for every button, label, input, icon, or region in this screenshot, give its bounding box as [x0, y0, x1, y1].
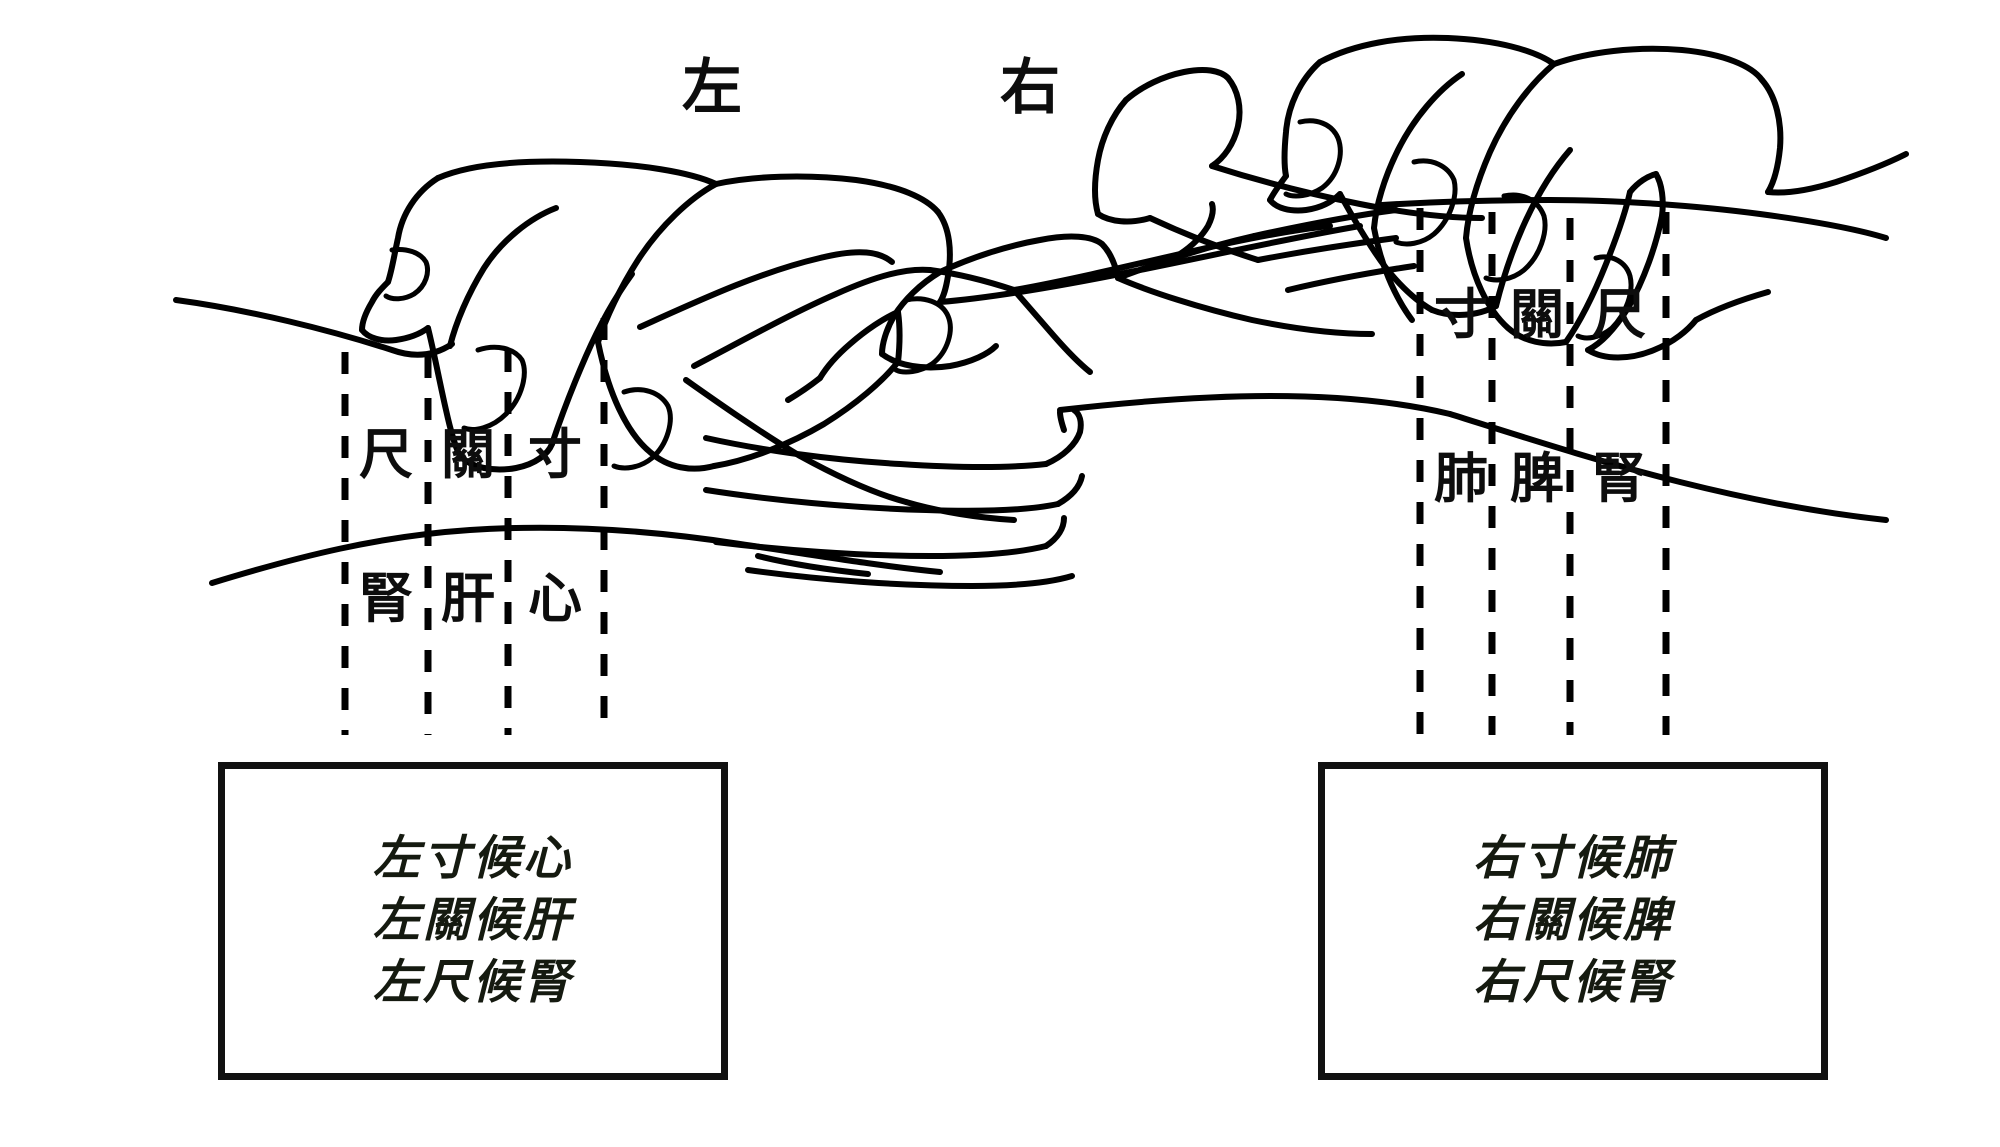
legend-right-line-1: 右寸候肺 [1473, 830, 1673, 886]
patient-arm-left-outline [173, 249, 943, 586]
left-organ-liver: 肝 [441, 567, 495, 630]
legend-box-right: 右寸候肺 右關候脾 右尺候腎 [1318, 762, 1828, 1080]
patient-hand-right-outline [879, 67, 1485, 375]
legend-left-line-3: 左尺候腎 [373, 955, 573, 1011]
right-organ-lung: 肺 [1434, 447, 1488, 510]
legend-right-line-2: 右關候脾 [1473, 892, 1673, 948]
right-organ-kidney: 腎 [1592, 447, 1646, 510]
doctor-hand-left-icon [359, 158, 1363, 473]
right-position-cun: 寸 [1434, 283, 1488, 346]
right-organ-spleen: 脾 [1510, 447, 1564, 510]
right-position-chi: 尺 [1592, 283, 1646, 346]
right-position-guan: 關 [1510, 283, 1564, 346]
patient-hand-middle-lower-outline [683, 377, 1085, 589]
left-position-chi: 尺 [359, 423, 413, 486]
legend-right-line-3: 右尺候腎 [1473, 955, 1673, 1011]
dashed-guides-left [341, 318, 608, 735]
patient-arm-middle-upper-outline [691, 201, 1333, 375]
side-label-left: 左 [682, 53, 742, 123]
left-organ-kidney: 腎 [359, 567, 413, 630]
left-position-cun: 寸 [528, 423, 582, 486]
side-label-right: 右 [1000, 53, 1060, 123]
legend-left-line-1: 左寸候心 [373, 830, 573, 886]
left-organ-heart: 心 [528, 567, 582, 630]
left-position-guan: 關 [441, 423, 495, 486]
legend-box-left: 左寸候心 左關候肝 左尺候腎 [218, 762, 728, 1080]
legend-left-line-2: 左關候肝 [373, 892, 573, 948]
